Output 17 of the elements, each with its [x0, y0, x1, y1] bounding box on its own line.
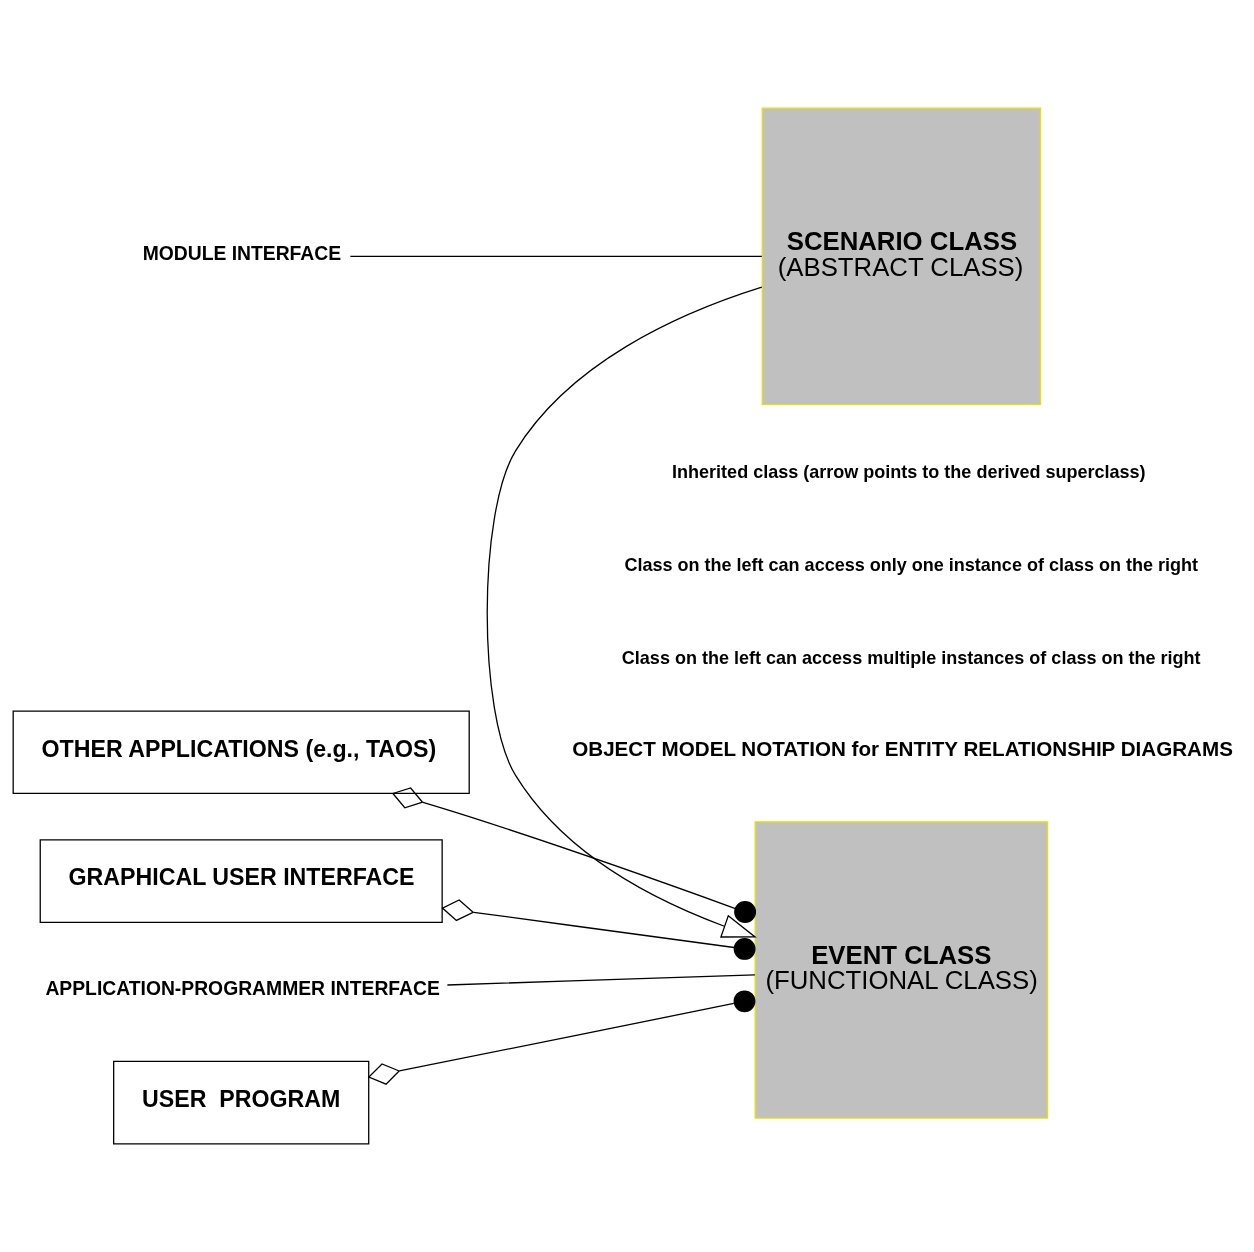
arrow — [486, 286, 763, 938]
node-box: USER PROGRAM — [113, 1060, 370, 1145]
node-text: APPLICATION-PROGRAMMER INTERFACE — [45, 978, 440, 1000]
label: OBJECT MODEL NOTATION for ENTITY RELATIONSHIP DIAGRAMS — [572, 736, 1233, 760]
legend-label: Inherited class (arrow points to the derived superclass) — [672, 462, 1146, 483]
connector — [446, 974, 756, 986]
node-box: GRAPHICAL USER INTERFACE — [39, 839, 443, 923]
connector — [367, 990, 756, 1085]
node-box: OTHER APPLICATIONS (e.g., TAOS) — [12, 710, 470, 795]
legend-label: Class on the left can access only one instance of class on the right — [624, 554, 1199, 575]
legend-label: Class on the left can access multiple instances of class on the right — [621, 647, 1201, 668]
node-box: EVENT CLASS (FUNCTIONAL CLASS) — [754, 821, 1049, 1119]
node-text: MODULE INTERFACE — [142, 242, 342, 264]
connector — [441, 899, 756, 960]
connector — [349, 255, 763, 257]
node-box: SCENARIO CLASS (ABSTRACT CLASS) — [761, 107, 1042, 406]
connector — [391, 787, 757, 923]
